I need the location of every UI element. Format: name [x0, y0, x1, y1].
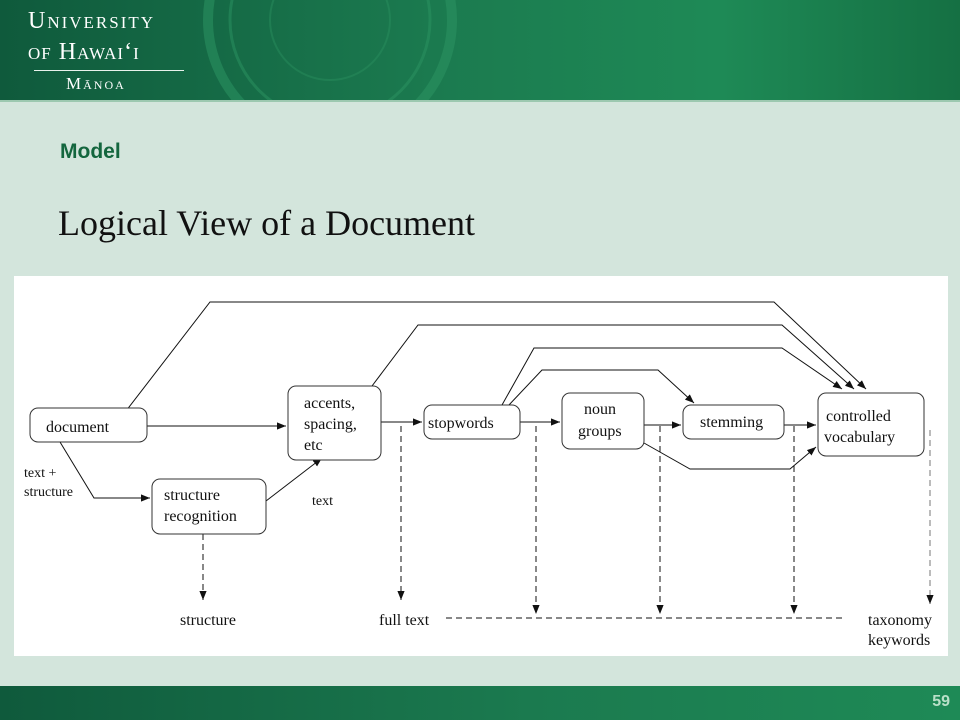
logo-rule — [34, 70, 184, 71]
node-controlled-vocabulary — [817, 392, 925, 457]
text-structure-label-line1: text + — [24, 466, 56, 481]
noun-groups-label-line1: noun — [584, 401, 616, 418]
edge-structure-recognition-to-accents — [265, 457, 323, 502]
structure-recognition-label-line1: structure — [164, 487, 220, 504]
edge-stopwords-to-stemming — [507, 369, 695, 407]
node-accents — [287, 385, 382, 461]
header-band: University of Hawaiʻi Mānoa — [0, 0, 960, 100]
edge-stopwords-to-controlled-vocabulary — [501, 347, 843, 406]
logo-manoa: Mānoa — [66, 74, 126, 93]
taxonomy-label: taxonomy — [868, 612, 932, 629]
edge-accents-to-controlled-vocabulary — [371, 324, 855, 390]
node-document — [29, 407, 148, 443]
node-structure-recognition — [151, 478, 267, 535]
text-structure-label-line2: structure — [24, 485, 73, 500]
node-noun-groups — [561, 392, 645, 450]
noun-groups-label-line2: groups — [578, 423, 622, 440]
text-label: text — [312, 494, 333, 509]
structure-output-label: structure — [180, 612, 236, 629]
full-text-label: full text — [379, 612, 430, 629]
accents-label-line1: accents, — [304, 395, 355, 412]
footer-band — [0, 686, 960, 720]
university-logo[interactable]: University of Hawaiʻi Mānoa — [22, 6, 192, 98]
slide-title: Logical View of a Document — [58, 203, 476, 243]
edge-document-to-structure-recognition — [59, 441, 150, 502]
logo-university: University — [28, 8, 156, 34]
page-number: 59 — [932, 693, 950, 710]
controlled-vocabulary-label-line1: controlled — [826, 408, 891, 425]
document-label: document — [46, 419, 110, 436]
edge-noun-groups-to-controlled-vocabulary — [643, 442, 817, 470]
university-seal-watermark — [203, 0, 457, 100]
edge-document-to-controlled-vocabulary — [125, 301, 867, 412]
node-stemming — [682, 404, 785, 440]
diagram-figure: document accents, spacing, etc structure… — [14, 276, 948, 656]
node-stopwords — [423, 404, 521, 440]
stopwords-label: stopwords — [428, 415, 494, 432]
stemming-label: stemming — [700, 414, 763, 431]
accents-label-line2: spacing, — [304, 416, 357, 433]
section-label: Model — [60, 140, 121, 163]
keywords-label: keywords — [868, 632, 930, 649]
accents-label-line3: etc — [304, 437, 323, 454]
logical-view-diagram: document accents, spacing, etc structure… — [24, 301, 934, 649]
structure-recognition-label-line2: recognition — [164, 508, 237, 525]
controlled-vocabulary-label-line2: vocabulary — [824, 429, 895, 446]
logo-of-hawaii: of Hawaiʻi — [28, 39, 140, 65]
header-rule — [0, 100, 960, 102]
